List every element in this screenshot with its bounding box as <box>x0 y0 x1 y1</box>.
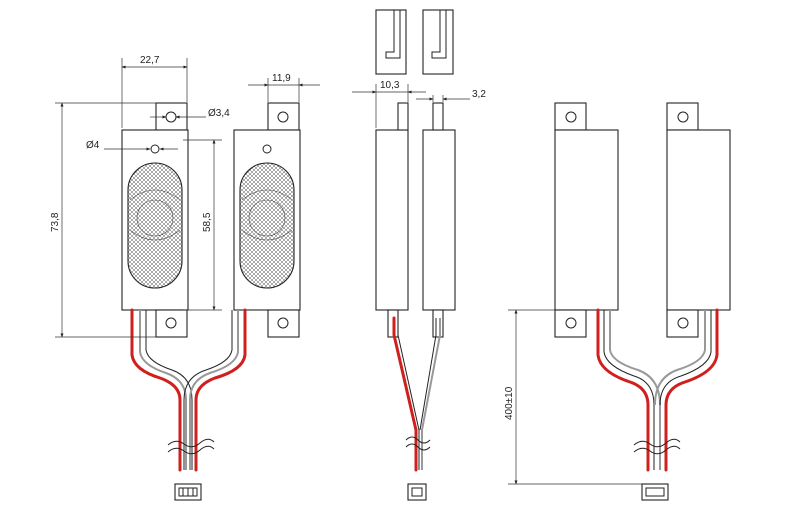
wires-side <box>392 316 441 501</box>
dimensions-back: 400±10 <box>504 309 642 485</box>
speaker-front-left <box>121 102 189 338</box>
dim-cavity-height: 58,5 <box>202 212 213 232</box>
side-view: 10,3 3,2 <box>352 9 486 501</box>
dim-side-width: 11,9 <box>272 73 291 84</box>
dim-width: 22,7 <box>140 55 160 66</box>
dim-tab-thickness: 3,2 <box>472 89 486 100</box>
wires-front <box>130 308 247 501</box>
dim-inner-hole: Ø4 <box>86 140 100 151</box>
front-view: 22,7 Ø3,4 73,8 Ø4 58,5 11,9 <box>50 55 320 501</box>
dim-hole-diameter: Ø3,4 <box>208 108 230 119</box>
dim-wire-length: 400±10 <box>504 386 515 420</box>
side-top-detail <box>375 9 454 75</box>
speaker-back-left <box>554 102 619 338</box>
dimensions-side: 10,3 3,2 <box>352 80 486 128</box>
dimensions-front: 22,7 Ø3,4 73,8 Ø4 58,5 11,9 <box>50 55 320 338</box>
speaker-front-right <box>233 102 301 338</box>
speaker-back-right <box>666 102 731 338</box>
wires-back <box>596 308 719 501</box>
dim-thickness: 10,3 <box>380 80 400 91</box>
back-view: 400±10 <box>504 102 731 501</box>
dim-height: 73,8 <box>50 212 61 232</box>
